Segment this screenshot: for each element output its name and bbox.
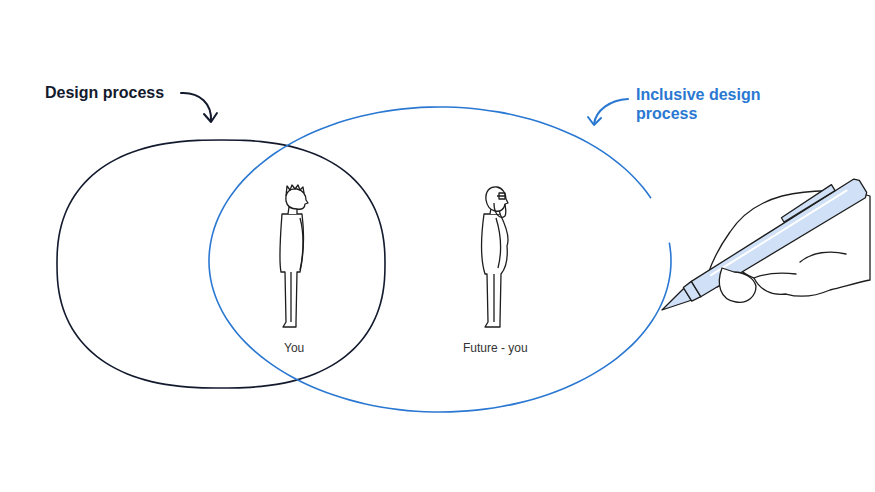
arrow-head — [204, 113, 217, 122]
region-outline-path — [57, 140, 385, 388]
elderly-figure — [482, 187, 509, 327]
region-heading: Inclusive design process — [636, 85, 764, 123]
arrow-head — [588, 117, 601, 125]
inclusive-region: Inclusive design process — [205, 105, 675, 415]
figure-caption: You — [284, 341, 304, 355]
figure-caption: Future - you — [463, 341, 528, 355]
region-outline-path — [209, 107, 671, 412]
region-outline — [205, 105, 675, 415]
hand-with-pen — [653, 171, 870, 319]
process-region: Design process — [55, 138, 387, 390]
person-figure — [280, 185, 308, 327]
region-outline — [55, 138, 387, 390]
region-heading: Design process — [45, 83, 215, 102]
